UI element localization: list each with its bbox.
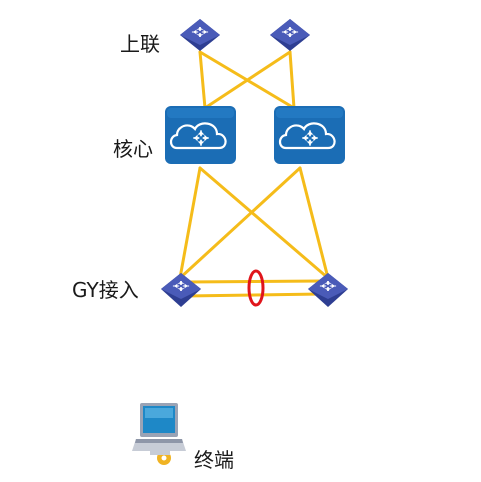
label-terminal: 终端 [194, 448, 234, 472]
label-core: 核心 [113, 137, 153, 161]
core-router-right[interactable] [274, 106, 345, 164]
aggregation-ring [247, 269, 265, 307]
link-uplink-left-core-left [198, 50, 207, 110]
link-uplink-right-core-left [203, 50, 292, 110]
core-router-left[interactable] [165, 106, 236, 164]
access-switch-right[interactable] [308, 273, 348, 307]
terminal-laptop[interactable] [132, 403, 186, 465]
uplink-switch-left[interactable] [180, 19, 220, 51]
link-core-right-access-left [178, 166, 302, 280]
link-core-right-access-right [298, 166, 330, 280]
link-access-pair-top [183, 279, 324, 284]
label-access: GY接入 [72, 278, 139, 302]
label-uplink: 上联 [120, 32, 160, 56]
link-core-left-access-left [178, 166, 202, 280]
links [178, 50, 330, 298]
access-switch-left[interactable] [161, 273, 201, 307]
link-access-pair-bottom [183, 292, 324, 298]
link-core-left-access-right [198, 166, 330, 280]
uplink-switch-right[interactable] [270, 19, 310, 51]
cloud-router-icon [169, 122, 227, 150]
link-uplink-right-core-right [288, 50, 296, 110]
cloud-router-icon [278, 122, 336, 150]
